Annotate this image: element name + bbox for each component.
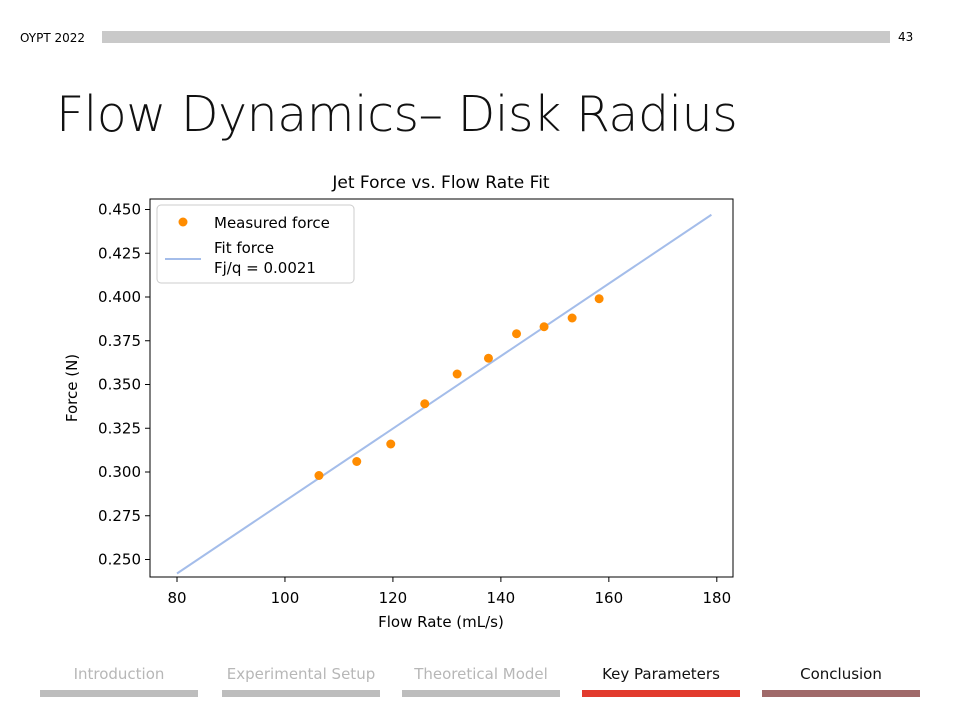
presentation-label: OYPT 2022 (20, 31, 86, 45)
nav-progress-bar (222, 690, 380, 697)
x-tick-label: 140 (487, 589, 516, 607)
nav-item-conclusion[interactable]: Conclusion (762, 664, 920, 697)
x-tick-label: 180 (702, 589, 731, 607)
y-tick-label: 0.350 (98, 376, 141, 394)
legend-label-fit: Fit force (214, 239, 274, 257)
data-point (314, 471, 324, 480)
legend: Measured force Fit force Fj/q = 0.0021 (156, 204, 355, 284)
nav-progress-bar (40, 690, 198, 697)
legend-box (156, 204, 355, 284)
fit-line (176, 213, 712, 575)
legend-marker-measured (178, 217, 188, 227)
nav-item-experimental-setup[interactable]: Experimental Setup (222, 664, 380, 697)
data-point (594, 294, 604, 304)
nav-progress-bar (762, 690, 920, 697)
y-axis-label: Force (N) (63, 354, 81, 422)
slide-title: Flow Dynamics– Disk Radius (56, 86, 738, 143)
data-point (539, 322, 549, 332)
data-point (352, 457, 362, 466)
header-bar (102, 31, 890, 43)
chart-marks (176, 213, 712, 575)
y-tick-label: 0.275 (98, 507, 141, 525)
data-point (512, 329, 522, 339)
nav-progress-bar (582, 690, 740, 697)
data-point (420, 399, 430, 409)
axis-ticks: 80 100 120 140 160 180 0.250 0.275 0.300 0.325 0.3… (98, 201, 731, 608)
y-tick-label: 0.375 (98, 332, 141, 350)
legend-label-measured: Measured force (214, 214, 330, 232)
data-point (386, 439, 396, 449)
nav-item-theoretical-model[interactable]: Theoretical Model (402, 664, 560, 697)
page-number: 43 (898, 30, 914, 44)
y-tick-label: 0.450 (98, 201, 141, 219)
y-tick-label: 0.425 (98, 244, 141, 262)
plot-area-frame (149, 198, 734, 578)
x-tick-label: 120 (379, 589, 408, 607)
nav-label: Conclusion (800, 665, 882, 683)
x-axis-label: Flow Rate (mL/s) (378, 613, 504, 631)
y-tick-label: 0.325 (98, 419, 141, 437)
nav-label: Theoretical Model (414, 665, 548, 683)
data-point (483, 353, 493, 363)
x-tick-label: 160 (595, 589, 624, 607)
data-point (452, 369, 462, 379)
nav-label: Experimental Setup (226, 665, 376, 683)
nav-item-key-parameters[interactable]: Key Parameters (582, 664, 740, 697)
chart-title: Jet Force vs. Flow Rate Fit (331, 173, 550, 193)
y-tick-label: 0.400 (98, 288, 141, 306)
y-tick-label: 0.250 (98, 551, 141, 569)
nav-label: Key Parameters (602, 665, 720, 683)
data-point (567, 313, 577, 323)
x-tick-label: 80 (167, 589, 186, 607)
nav-progress-bar (402, 690, 560, 697)
y-tick-label: 0.300 (98, 463, 141, 481)
nav-item-introduction[interactable]: Introduction (40, 664, 198, 697)
nav-label: Introduction (73, 665, 165, 683)
x-tick-label: 100 (271, 589, 300, 607)
legend-label-fit-coefficient: Fj/q = 0.0021 (214, 259, 316, 277)
